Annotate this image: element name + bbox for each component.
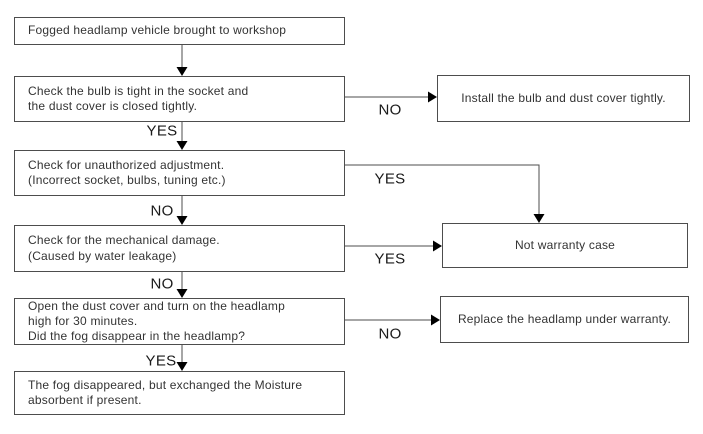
arrowhead-down-icon xyxy=(533,214,545,223)
arrowhead-right-icon xyxy=(428,91,437,103)
edge-label-open-dust-cover-no: NO xyxy=(378,325,402,343)
arrow-adjustment-to-not-warranty xyxy=(345,164,540,216)
node-check-damage: Check for the mechanical damage. (Caused… xyxy=(14,225,345,272)
node-not-warranty: Not warranty case xyxy=(442,223,688,268)
edge-label-open-dust-cover-yes: YES xyxy=(145,352,177,370)
arrowhead-right-icon xyxy=(431,314,440,326)
node-replace-headlamp: Replace the headlamp under warranty. xyxy=(440,296,689,343)
node-start: Fogged headlamp vehicle brought to works… xyxy=(14,17,345,45)
edge-label-check-damage-no: NO xyxy=(150,275,174,293)
node-check-bulb: Check the bulb is tight in the socket an… xyxy=(14,76,345,122)
edge-label-check-adjustment-yes: YES xyxy=(374,170,406,188)
arrowhead-down-icon xyxy=(176,141,188,150)
node-open-dust-cover: Open the dust cover and turn on the head… xyxy=(14,298,345,345)
edge-label-check-bulb-yes: YES xyxy=(146,122,178,140)
arrowhead-right-icon xyxy=(433,240,442,252)
node-install-bulb: Install the bulb and dust cover tightly. xyxy=(437,75,690,122)
node-check-adjustment: Check for unauthorized adjustment. (Inco… xyxy=(14,150,345,196)
arrowhead-down-icon xyxy=(176,216,188,225)
node-fog-disappeared: The fog disappeared, but exchanged the M… xyxy=(14,371,345,415)
arrowhead-down-icon xyxy=(176,362,188,371)
edge-label-check-damage-yes: YES xyxy=(374,250,406,268)
edge-label-check-bulb-no: NO xyxy=(378,101,402,119)
arrowhead-down-icon xyxy=(176,67,188,76)
arrowhead-down-icon xyxy=(176,289,188,298)
edge-label-check-adjustment-no: NO xyxy=(150,202,174,220)
